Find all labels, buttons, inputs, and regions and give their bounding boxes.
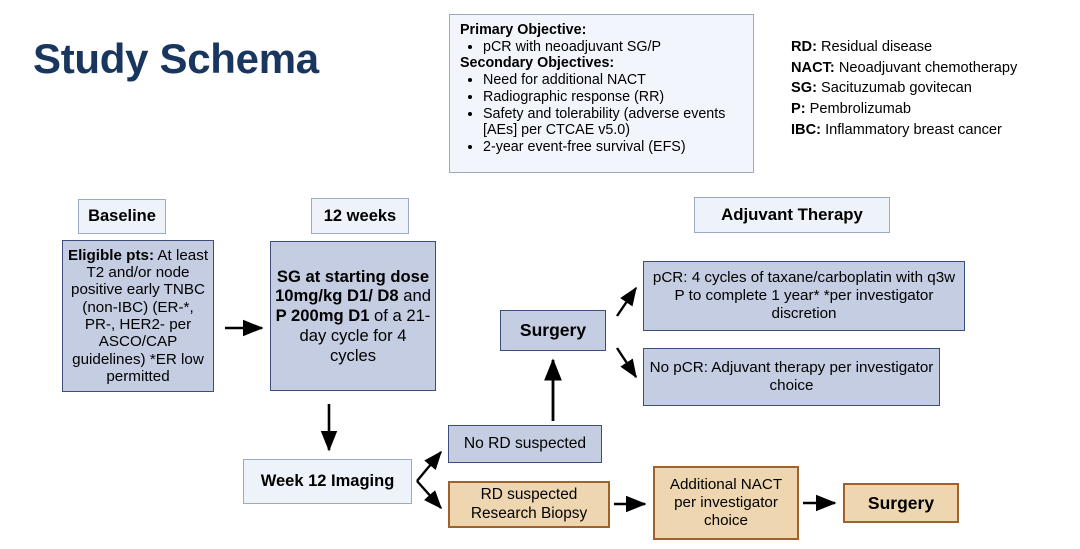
legend-item: P: Pembrolizumab [791,99,1076,120]
node-no-pcr-arm: No pCR: Adjuvant therapy per investigato… [643,348,940,406]
legend-definition: Sacituzumab govitecan [821,80,972,97]
no-pcr-arm-text: No pCR: Adjuvant therapy per investigato… [649,358,934,394]
treatment-seg-cycle: of a 21-day cycle for 4 cycles [299,306,431,365]
phase-header-12-weeks: 12 weeks [311,198,409,234]
treatment-seg-p: P 200mg D1 [275,306,370,326]
legend-item: IBC: Inflammatory breast cancer [791,120,1076,141]
secondary-objectives-heading: Secondary Objectives: [460,55,615,72]
phase-header-baseline: Baseline [78,199,166,234]
legend-abbr: P: [791,101,806,118]
eligible-text: At least T2 and/or node positive early T… [71,246,209,385]
list-item: Radiographic response (RR) [483,89,745,106]
treatment-seg-and: and [398,286,431,306]
objectives-panel: Primary Objective: pCR with neoadjuvant … [449,14,754,173]
node-rd-suspected-research-biopsy: RD suspected Research Biopsy [448,481,610,528]
secondary-objective-list: Need for additional NACT Radiographic re… [463,72,745,156]
legend-item: RD: Residual disease [791,37,1076,58]
node-treatment-regimen: SG at starting dose 10mg/kg D1/ D8 and P… [270,241,436,391]
page-title: Study Schema [33,35,319,82]
pcr-arm-text: pCR: 4 cycles of taxane/carboplatin with… [652,268,956,323]
legend-item: SG: Sacituzumab govitecan [791,78,1076,99]
additional-nact-text: Additional NACT per investigator choice [669,475,783,530]
legend-definition: Inflammatory breast cancer [825,121,1002,138]
treatment-seg-sg: SG at starting dose 10mg/kg D1/ D8 [275,266,430,306]
surgery-secondary-label: Surgery [867,492,935,513]
surgery-primary-label: Surgery [519,320,587,340]
rd-suspected-text: RD suspected Research Biopsy [470,486,588,522]
primary-objective-heading: Primary Objective: [460,22,587,38]
phase-header-adjuvant-therapy: Adjuvant Therapy [694,197,890,233]
node-week-12-imaging: Week 12 Imaging [243,459,412,504]
list-item: Safety and tolerability (adverse events … [483,106,745,139]
eligible-label: Eligible pts: [67,246,155,264]
node-pcr-arm: pCR: 4 cycles of taxane/carboplatin with… [643,261,965,331]
abbreviation-legend: RD: Residual disease NACT: Neoadjuvant c… [791,37,1076,141]
legend-definition: Residual disease [821,39,933,55]
legend-abbr: NACT: [791,59,835,76]
node-additional-nact: Additional NACT per investigator choice [653,466,799,540]
list-item: Need for additional NACT [483,72,745,89]
list-item: 2-year event-free survival (EFS) [483,139,745,156]
node-no-rd-suspected: No RD suspected [448,425,602,463]
arrow-surgery-to-pcr [616,286,637,317]
legend-definition: Neoadjuvant chemotherapy [838,59,1018,76]
list-item: pCR with neoadjuvant SG/P [483,39,745,56]
legend-abbr: IBC: [791,121,821,138]
primary-objective-list: pCR with neoadjuvant SG/P [463,39,745,56]
node-surgery-primary: Surgery [500,310,606,351]
arrow-surgery-to-no-pcr [615,347,638,379]
legend-definition: Pembrolizumab [809,101,912,118]
arrow-imaging-to-no-rd [416,450,442,482]
arrow-imaging-to-rd-suspected [416,480,442,510]
node-surgery-secondary: Surgery [843,483,959,523]
legend-abbr: RD: [791,39,817,55]
legend-abbr: SG: [791,80,817,97]
no-rd-suspected-text: No RD suspected [463,435,587,452]
legend-item: NACT: Neoadjuvant chemotherapy [791,58,1076,79]
node-eligible-patients: Eligible pts: At least T2 and/or node po… [62,240,214,392]
